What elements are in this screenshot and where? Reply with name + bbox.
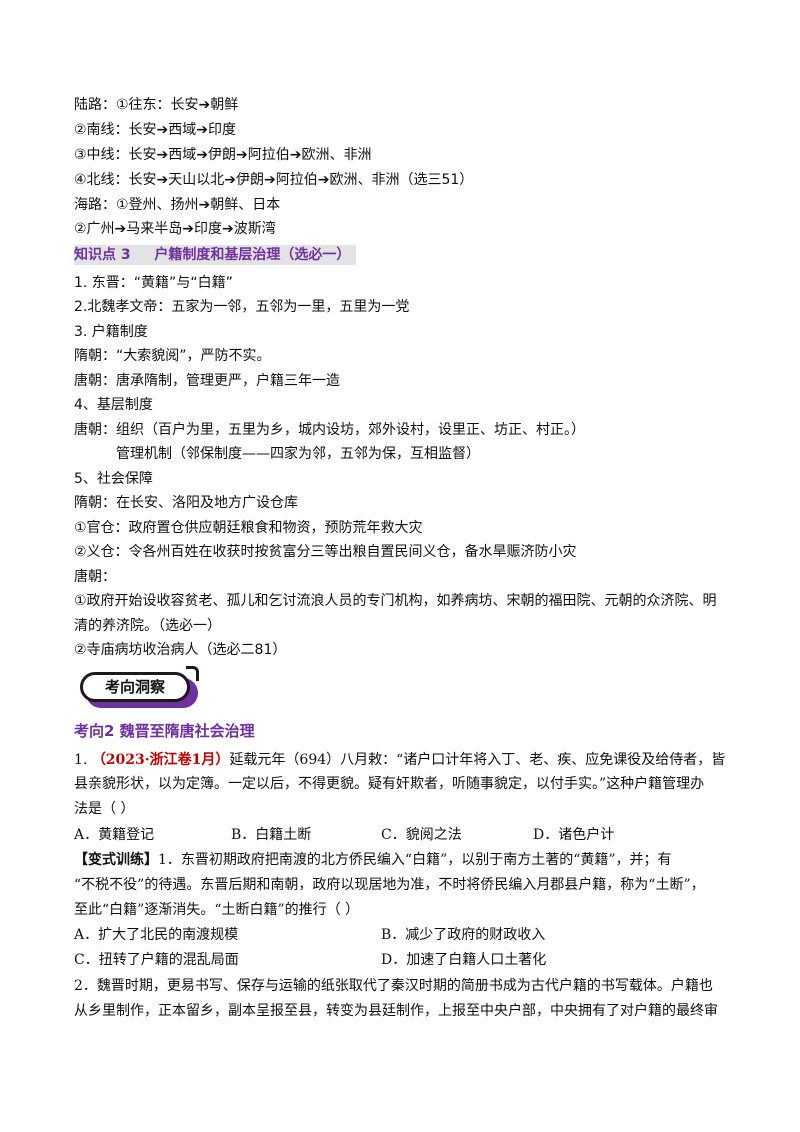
- badge-corner-decoration: [186, 666, 199, 681]
- variant-option-d: D．加速了白籍人口土著化: [381, 952, 547, 968]
- content-line: 管理机制（邻保制度——四家为邻，五邻为保，互相监督）: [116, 446, 480, 462]
- content-line: 4、基层制度: [74, 397, 153, 413]
- content-line: 清的养济院。（选必一）: [74, 618, 221, 634]
- variant-text: 1．东晋初期政府把南渡的北方侨民编入“白籍”，以别于南方土著的“黄籍”，并；有: [158, 852, 672, 868]
- trend-title: 考向2 魏晋至隋唐社会治理: [74, 722, 255, 740]
- question-1-text: 延载元年（694）八月敕：“诸户口计年将入丁、老、疾、应免课役及给侍者，皆: [229, 752, 726, 768]
- content-line: 唐朝：唐承隋制，管理更严，户籍三年一造: [74, 373, 340, 389]
- content-line: 唐朝：组织（百户为里，五里为乡，城内设坊，郊外设村，设里正、坊正、村正。）: [74, 422, 585, 438]
- q1-option-d: D．诸色户计: [533, 827, 615, 843]
- section-title: 户籍制度和基层治理（选必一）: [154, 247, 351, 263]
- variant-option-b: B．减少了政府的财政收入: [381, 927, 546, 943]
- content-line: ①政府开始设收容贫老、孤儿和乞讨流浪人员的专门机构，如养病坊、宋朝的福田院、元朝…: [74, 593, 717, 609]
- content-line: ①官仓：政府置仓供应朝廷粮食和物资，预防荒年救大灾: [74, 520, 423, 536]
- content-line: ②义仓：令各州百姓在收获时按贫富分三等出粮自置民间义仓，备水旱赈济防小灾: [74, 544, 577, 560]
- route-land-east: 陆路：①往东：长安➔朝鲜: [74, 97, 239, 113]
- content-line: 1. 东晋：“黄籍”与“白籍”: [74, 275, 233, 291]
- content-line: 2.北魏孝文帝：五家为一邻，五邻为一里，五里为一党: [74, 299, 410, 315]
- content-line: ②寺庙病坊收治病人（选必二81）: [74, 642, 287, 658]
- route-land-south: ②南线：长安➔西域➔印度: [74, 122, 237, 138]
- variant-option-c: C．扭转了户籍的混乱局面: [74, 952, 239, 968]
- q1-option-c: C．貌阅之法: [381, 827, 462, 843]
- question-1-line-1: 1. （2023·浙江卷1月）延载元年（694）八月敕：“诸户口计年将入丁、老、…: [74, 749, 725, 771]
- content-line: 隋朝：在长安、洛阳及地方广设仓库: [74, 495, 298, 511]
- variant-line-3: 至此“白籍”逐渐消失。“土断白籍”的推行（ ）: [74, 902, 360, 918]
- question-1-line-2: 县亲貌形状，以为定簿。一定以后，不得更貌。疑有奸欺者，听随事貌定，以付手实。”这…: [74, 776, 705, 792]
- route-land-north: ④北线：长安➔天山以北➔伊朗➔阿拉伯➔欧洲、非洲（选三51）: [74, 172, 474, 188]
- question-2-line-2: 从乡里制作，正本留乡，副本呈报至县，转变为县廷制作，上报至中央户部，中央拥有了对…: [74, 1003, 718, 1019]
- trend-badge: 考向洞察: [74, 666, 200, 710]
- content-line: 隋朝：“大索貌阅”，严防不实。: [74, 348, 271, 364]
- question-2-line-1: 2．魏晋时期，更易书写、保存与运输的纸张取代了秦汉时期的简册书成为古代户籍的书写…: [74, 978, 713, 994]
- route-land-middle: ③中线：长安➔西域➔伊朗➔阿拉伯➔欧洲、非洲: [74, 147, 372, 163]
- section-heading: 知识点 3 户籍制度和基层治理（选必一）: [74, 245, 357, 265]
- variant-tag: 【变式训练】: [74, 852, 158, 868]
- variant-line-1: 【变式训练】1．东晋初期政府把南渡的北方侨民编入“白籍”，以别于南方土著的“黄籍…: [74, 849, 672, 871]
- content-line: 3. 户籍制度: [74, 324, 148, 340]
- variant-line-2: “不税不役”的待遇。东晋后期和南朝，政府以现居地为准，不时将侨民编入月郡县户籍，…: [74, 877, 705, 893]
- route-sea-2: ②广州➔马来半岛➔印度➔波斯湾: [74, 221, 276, 237]
- question-1-source: （2023·浙江卷1月）: [91, 752, 230, 768]
- route-sea-1: 海路：①登州、扬州➔朝鲜、日本: [74, 197, 281, 213]
- section-label: 知识点 3: [74, 247, 131, 263]
- content-line: 唐朝：: [74, 569, 116, 585]
- question-1-number: 1.: [74, 752, 88, 768]
- q1-option-b: B．白籍土断: [231, 827, 312, 843]
- badge-label: 考向洞察: [80, 672, 190, 702]
- variant-option-a: A．扩大了北民的南渡规模: [74, 927, 239, 943]
- question-1-line-3: 法是（ ）: [74, 801, 135, 817]
- q1-option-a: A．黄籍登记: [74, 827, 155, 843]
- content-line: 5、社会保障: [74, 471, 153, 487]
